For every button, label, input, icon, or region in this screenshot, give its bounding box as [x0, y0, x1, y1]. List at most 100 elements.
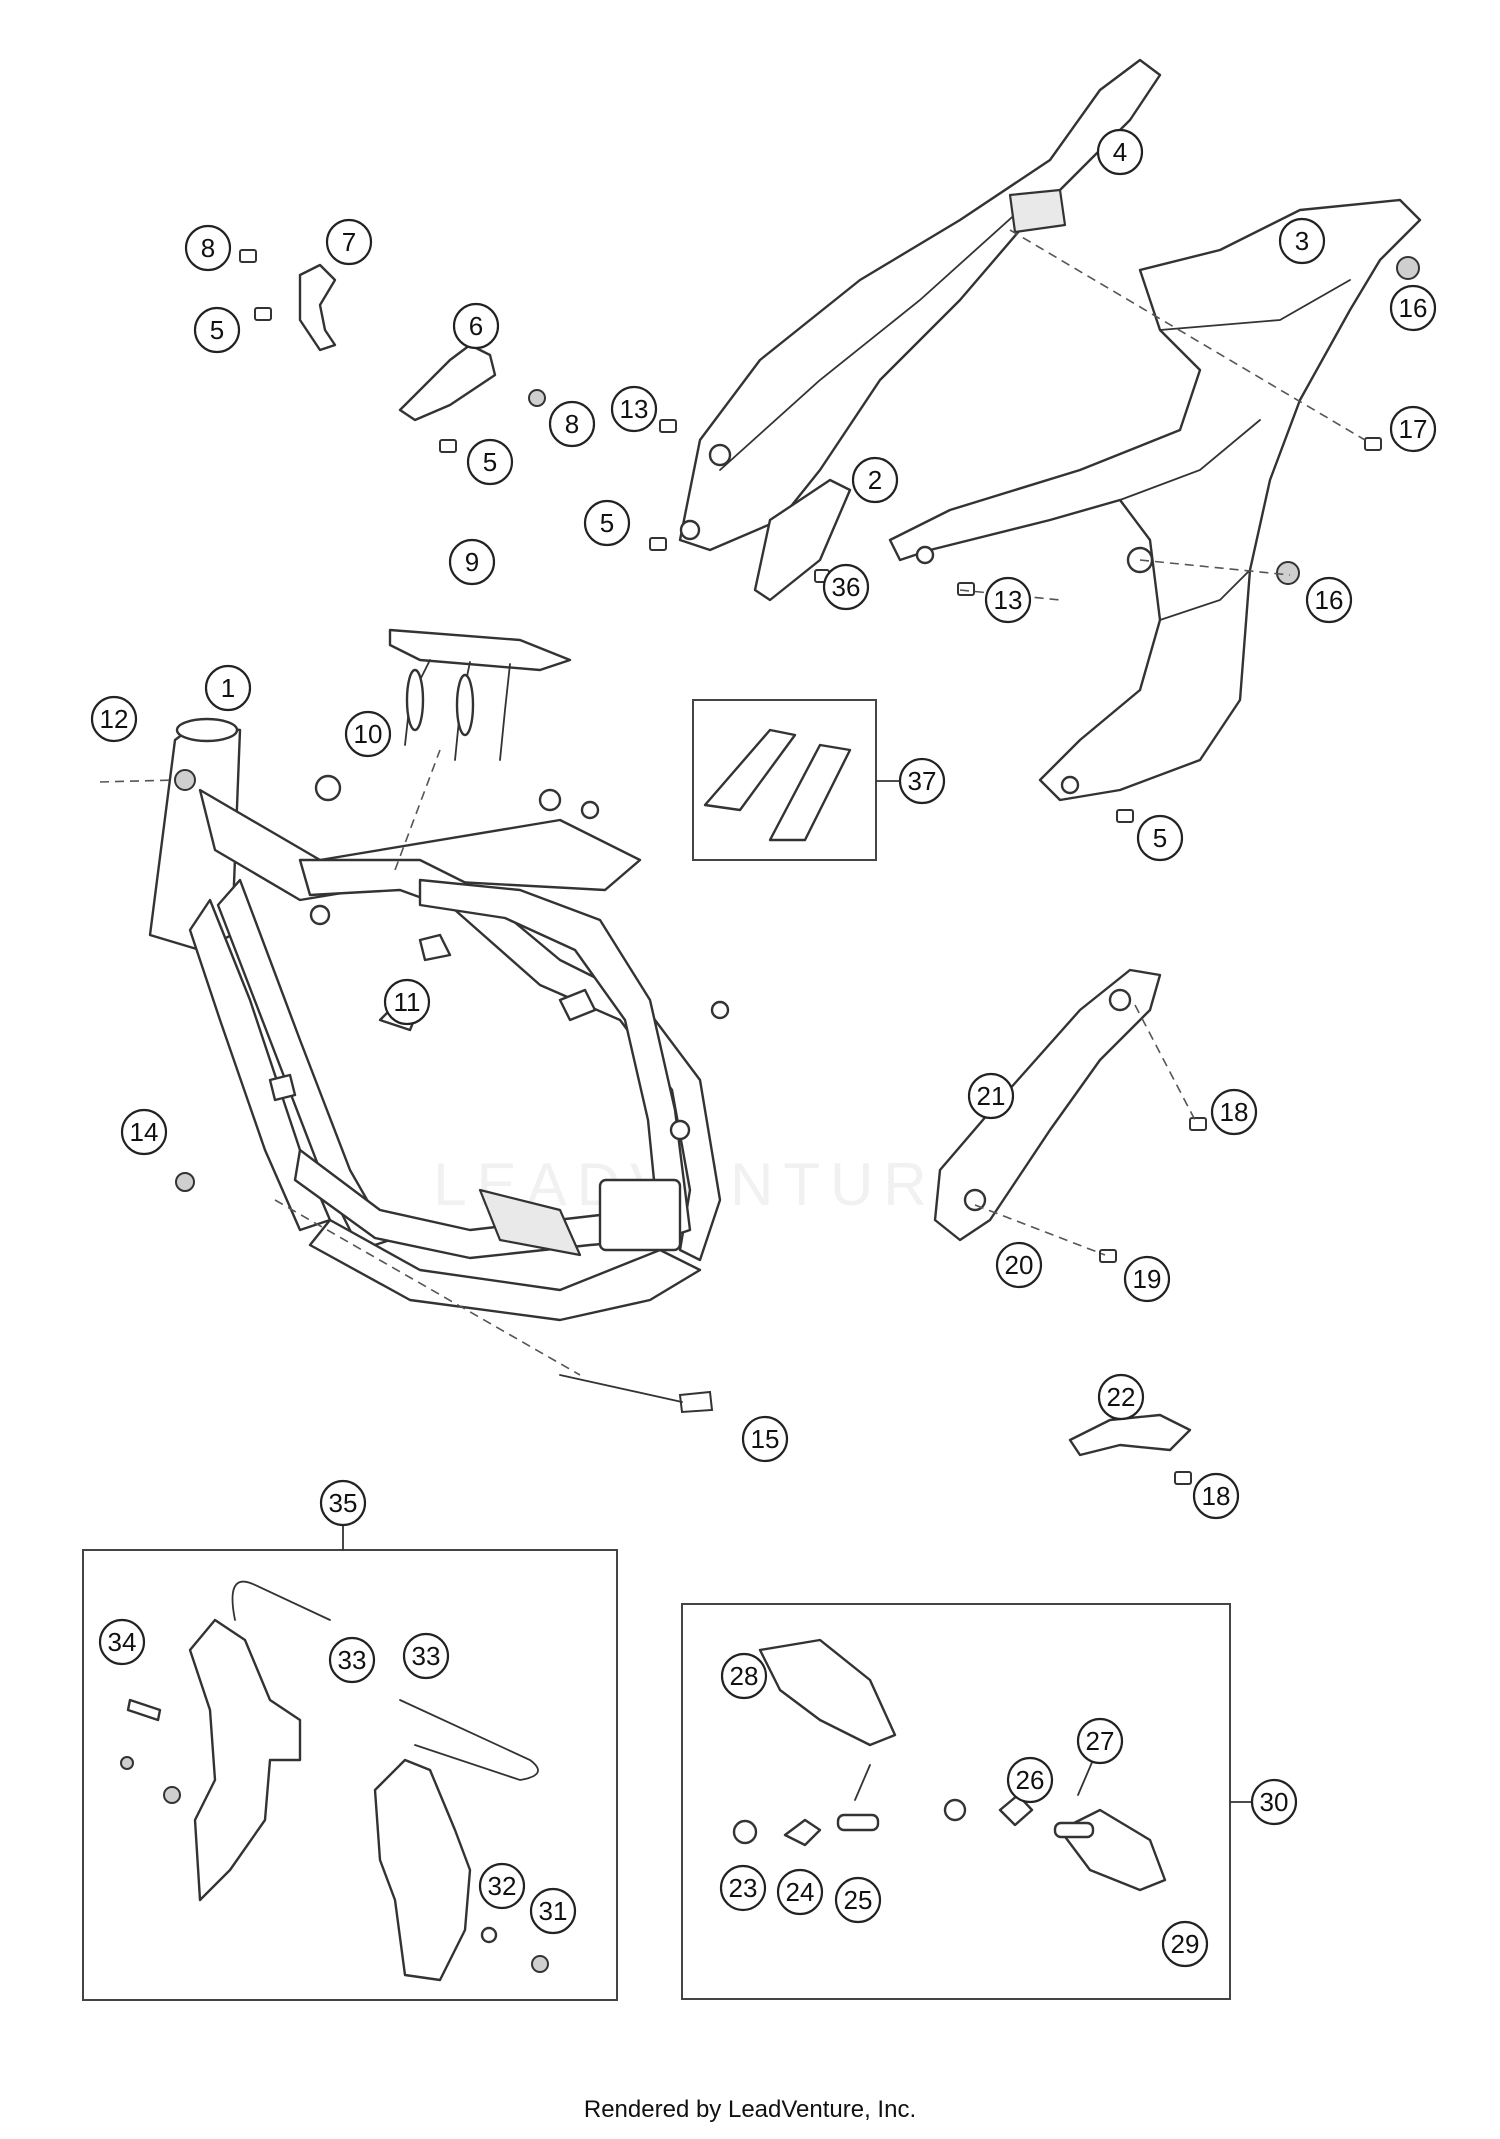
callout-18-b[interactable]: 18 [1192, 1472, 1240, 1520]
svg-text:16: 16 [1315, 585, 1344, 615]
callout-14[interactable]: 14 [120, 1108, 168, 1156]
callout-34[interactable]: 34 [98, 1618, 146, 1666]
washer-right [943, 1798, 967, 1822]
callout-16-b[interactable]: 16 [1305, 576, 1353, 624]
callout-21[interactable]: 21 [967, 1072, 1015, 1120]
svg-text:16: 16 [1399, 293, 1428, 323]
callout-30[interactable]: 30 [1250, 1778, 1298, 1826]
cotter-pin [854, 1764, 871, 1801]
callout-9[interactable]: 9 [448, 538, 496, 586]
pin-25 [836, 1813, 880, 1832]
side-plate [753, 478, 852, 602]
kit-box-37 [692, 699, 877, 861]
callout-6[interactable]: 6 [452, 302, 500, 350]
bracket-7 [298, 263, 337, 352]
svg-text:34: 34 [108, 1627, 137, 1657]
svg-text:24: 24 [786, 1877, 815, 1907]
main-frame [148, 717, 730, 1322]
spring-24 [783, 1818, 822, 1847]
callout-1[interactable]: 1 [204, 664, 252, 712]
callout-8-a[interactable]: 8 [184, 224, 232, 272]
kit-box-35 [82, 1549, 618, 2001]
svg-text:13: 13 [620, 394, 649, 424]
svg-text:20: 20 [1005, 1250, 1034, 1280]
callout-8-b[interactable]: 8 [548, 400, 596, 448]
callout-5-c[interactable]: 5 [583, 499, 631, 547]
svg-text:6: 6 [469, 311, 483, 341]
callout-23[interactable]: 23 [719, 1864, 767, 1912]
svg-text:12: 12 [100, 704, 129, 734]
svg-text:5: 5 [1153, 823, 1167, 853]
svg-text:22: 22 [1107, 1382, 1136, 1412]
subframe-lower [888, 198, 1422, 802]
svg-text:7: 7 [342, 227, 356, 257]
callout-13-b[interactable]: 13 [984, 576, 1032, 624]
washer-32 [480, 1926, 498, 1944]
svg-text:19: 19 [1133, 1264, 1162, 1294]
svg-text:5: 5 [483, 447, 497, 477]
frame-guard-left [188, 1618, 302, 1902]
callout-15[interactable]: 15 [741, 1415, 789, 1463]
cotter-pin-27 [1077, 1759, 1094, 1796]
svg-text:1: 1 [221, 673, 235, 703]
svg-text:27: 27 [1086, 1726, 1115, 1756]
svg-text:29: 29 [1171, 1929, 1200, 1959]
callout-13-a[interactable]: 13 [610, 385, 658, 433]
callout-35[interactable]: 35 [319, 1479, 367, 1527]
svg-text:2: 2 [868, 465, 882, 495]
callout-27[interactable]: 27 [1076, 1717, 1124, 1765]
svg-text:5: 5 [600, 508, 614, 538]
callout-33-a[interactable]: 33 [328, 1636, 376, 1684]
svg-text:17: 17 [1399, 414, 1428, 444]
callout-22[interactable]: 22 [1097, 1373, 1145, 1421]
svg-text:5: 5 [210, 315, 224, 345]
callout-11[interactable]: 11 [383, 978, 431, 1026]
svg-text:31: 31 [539, 1896, 568, 1926]
svg-text:21: 21 [977, 1081, 1006, 1111]
svg-text:26: 26 [1016, 1765, 1045, 1795]
svg-text:9: 9 [465, 547, 479, 577]
callout-5-d[interactable]: 5 [1136, 814, 1184, 862]
svg-text:4: 4 [1113, 137, 1127, 167]
svg-text:35: 35 [329, 1488, 358, 1518]
guard-22 [1068, 1413, 1192, 1457]
callout-12[interactable]: 12 [90, 695, 138, 743]
svg-text:33: 33 [338, 1645, 367, 1675]
callout-25[interactable]: 25 [834, 1876, 882, 1924]
callout-20[interactable]: 20 [995, 1241, 1043, 1289]
callout-37[interactable]: 37 [898, 757, 946, 805]
callout-31[interactable]: 31 [529, 1887, 577, 1935]
callout-36[interactable]: 36 [822, 563, 870, 611]
callout-16-a[interactable]: 16 [1389, 284, 1437, 332]
svg-text:11: 11 [394, 987, 421, 1017]
svg-text:18: 18 [1202, 1481, 1231, 1511]
callout-29[interactable]: 29 [1161, 1920, 1209, 1968]
washer-23 [732, 1819, 758, 1845]
svg-text:8: 8 [565, 409, 579, 439]
callout-18-a[interactable]: 18 [1210, 1088, 1258, 1136]
callout-4[interactable]: 4 [1096, 128, 1144, 176]
spring-26 [998, 1793, 1034, 1827]
svg-text:13: 13 [994, 585, 1023, 615]
callout-3[interactable]: 3 [1278, 217, 1326, 265]
strap-33a [231, 1580, 331, 1621]
callout-26[interactable]: 26 [1006, 1756, 1054, 1804]
svg-text:18: 18 [1220, 1097, 1249, 1127]
svg-text:33: 33 [412, 1641, 441, 1671]
svg-text:36: 36 [832, 572, 861, 602]
callout-17[interactable]: 17 [1389, 405, 1437, 453]
callout-24[interactable]: 24 [776, 1868, 824, 1916]
svg-text:30: 30 [1260, 1787, 1289, 1817]
callout-7[interactable]: 7 [325, 218, 373, 266]
callout-10[interactable]: 10 [344, 710, 392, 758]
callout-5-b[interactable]: 5 [466, 438, 514, 486]
frame-guard-right [373, 1758, 472, 1982]
callout-2[interactable]: 2 [851, 456, 899, 504]
callout-33-b[interactable]: 33 [402, 1632, 450, 1680]
callout-5-a[interactable]: 5 [193, 306, 241, 354]
strap-33b [399, 1699, 539, 1781]
callout-28[interactable]: 28 [720, 1652, 768, 1700]
callout-19[interactable]: 19 [1123, 1255, 1171, 1303]
decal-right [768, 743, 852, 842]
callout-32[interactable]: 32 [478, 1862, 526, 1910]
